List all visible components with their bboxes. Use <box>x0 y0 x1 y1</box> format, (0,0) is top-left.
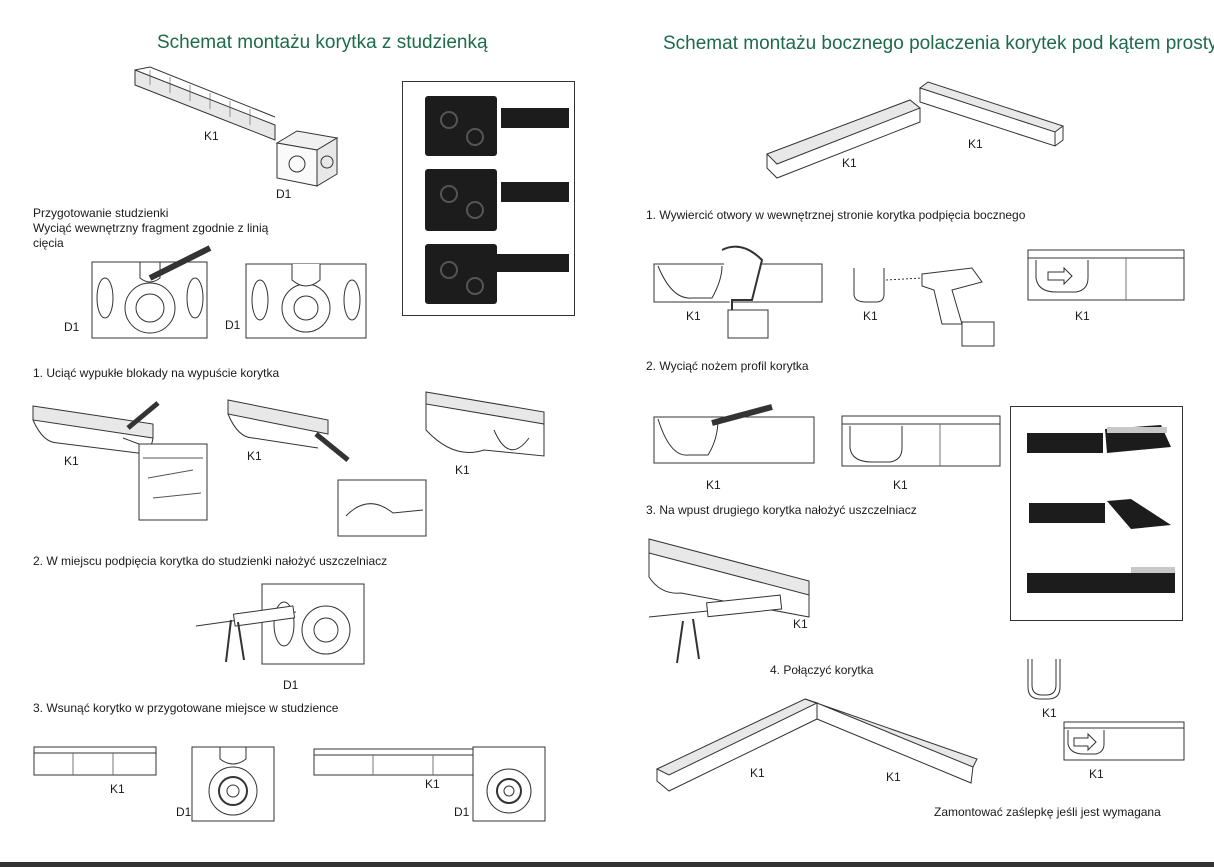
basin-face-diagram-cut <box>91 245 212 339</box>
channel-into-basin-diagram <box>313 746 546 822</box>
end-cap-channel-side-diagram <box>1063 721 1185 761</box>
right-note-text: Zamontować zaślepkę jeśli jest wymagana <box>934 805 1161 819</box>
drilled-channel-side-diagram <box>1027 249 1185 301</box>
left-page-title: Schemat montażu korytka z studzienką <box>157 32 488 53</box>
label-k1: K1 <box>893 478 908 492</box>
photo-channel-joint <box>1010 406 1183 621</box>
label-k1: K1 <box>793 617 808 631</box>
label-k1: K1 <box>204 129 219 143</box>
label-k1: K1 <box>1089 767 1104 781</box>
right-step4-text: 4. Połączyć korytka <box>770 663 874 677</box>
label-k1: K1 <box>706 478 721 492</box>
label-d1: D1 <box>64 320 80 334</box>
label-d1: D1 <box>176 805 192 819</box>
channel-end-diagram <box>425 391 545 457</box>
cut-channel-side-diagram <box>841 415 1001 467</box>
label-k1: K1 <box>64 454 79 468</box>
label-k1: K1 <box>455 463 470 477</box>
sealant-gun-basin-diagram <box>195 583 365 665</box>
label-k1: K1 <box>686 309 701 323</box>
bottom-border <box>0 862 1214 867</box>
label-d1: D1 <box>225 318 241 332</box>
label-k1: K1 <box>842 156 857 170</box>
drill-channel-diagram-2 <box>853 267 995 347</box>
prep-text-line3: cięcia <box>33 236 64 250</box>
photo-basin-assembly <box>402 81 575 316</box>
basin-face-diagram-opened <box>245 263 367 339</box>
right-step2-text: 2. Wyciąć nożem profil korytka <box>646 359 809 373</box>
label-d1: D1 <box>276 187 292 201</box>
channel-cut-diagram-1 <box>32 401 208 521</box>
label-k1: K1 <box>1075 309 1090 323</box>
right-page-title: Schemat montażu bocznego polaczenia kory… <box>663 33 1214 54</box>
channel-diagram-k1-top <box>134 66 276 141</box>
label-k1: K1 <box>1042 706 1057 720</box>
basin-front-diagram-1 <box>191 746 275 822</box>
prep-text-line2: Wyciąć wewnętrzny fragment zgodnie z lin… <box>33 221 269 235</box>
label-k1: K1 <box>247 449 262 463</box>
channel-end-cap-diagram <box>1027 659 1061 700</box>
knife-cut-channel-diagram <box>653 404 815 464</box>
label-k1: K1 <box>886 770 901 784</box>
connected-channels-diagram <box>655 698 978 792</box>
catch-basin-d1-diagram <box>275 130 339 187</box>
channel-side-diagram-1 <box>33 746 157 776</box>
right-step3-text: 3. Na wpust drugiego korytka nałożyć usz… <box>646 503 917 517</box>
left-step2-text: 2. W miejscu podpięcia korytka do studzi… <box>33 554 388 568</box>
label-k1: K1 <box>110 782 125 796</box>
drill-channel-diagram-1 <box>653 245 823 339</box>
label-d1: D1 <box>283 678 299 692</box>
sealant-channel-diagram <box>648 538 810 664</box>
left-step1-text: 1. Uciąć wypukłe blokady na wypuście kor… <box>33 366 280 380</box>
left-step3-text: 3. Wsunąć korytko w przygotowane miejsce… <box>33 701 339 715</box>
label-k1: K1 <box>750 766 765 780</box>
label-k1: K1 <box>968 137 983 151</box>
label-d1: D1 <box>454 805 470 819</box>
right-step1-text: 1. Wywiercić otwory w wewnętrznej stroni… <box>646 208 1026 222</box>
channel-cut-diagram-2 <box>227 399 427 537</box>
right-angle-channels-diagram <box>766 81 1065 179</box>
label-k1: K1 <box>425 777 440 791</box>
label-k1: K1 <box>863 309 878 323</box>
prep-text-line1: Przygotowanie studzienki <box>33 206 169 220</box>
